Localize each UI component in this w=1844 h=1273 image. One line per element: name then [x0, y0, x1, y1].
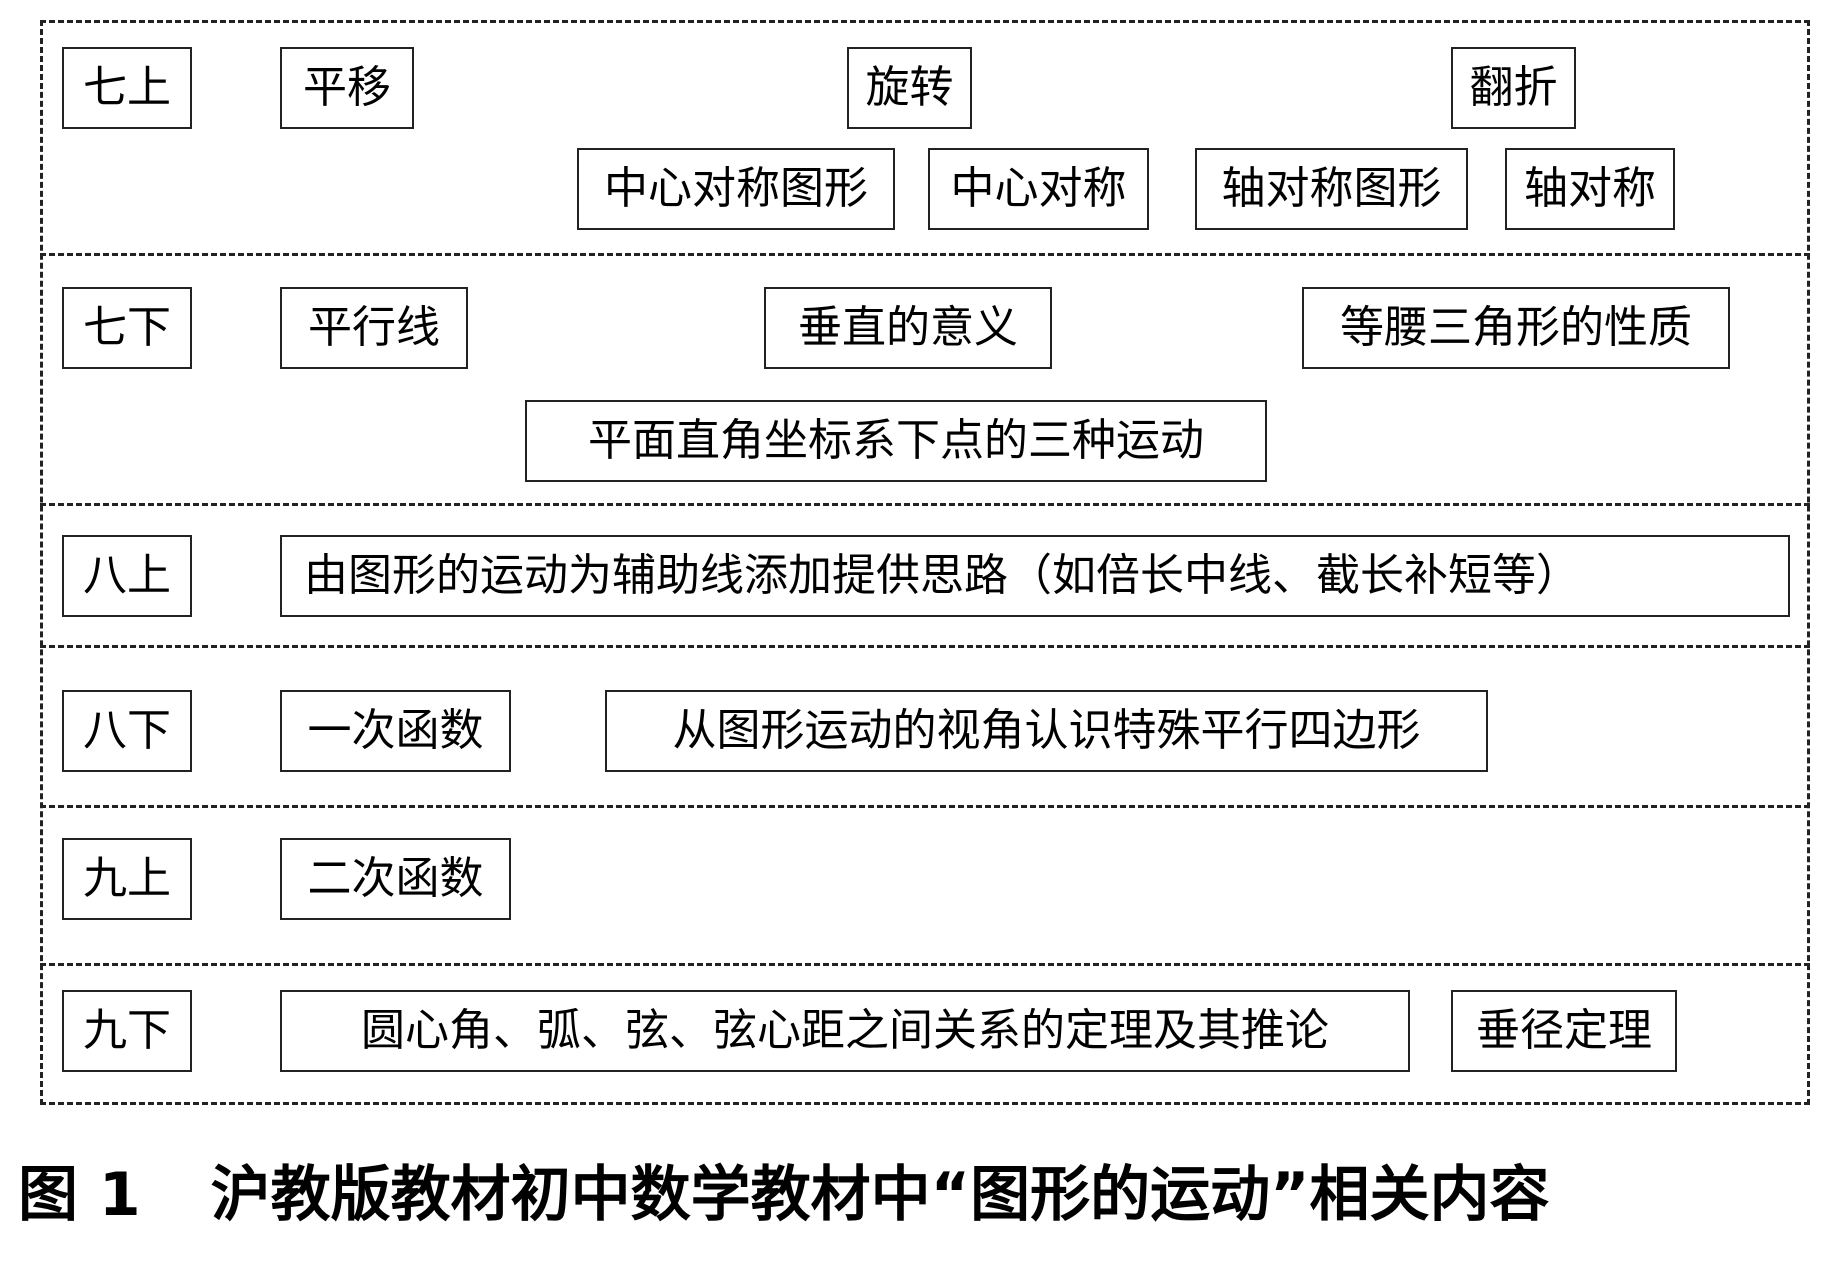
grade-label-9b: 九下 [62, 990, 192, 1072]
topic-box: 垂径定理 [1451, 990, 1677, 1072]
grade-label-8b: 八下 [62, 690, 192, 772]
row-divider [40, 963, 1810, 966]
topic-box: 二次函数 [280, 838, 511, 920]
figure-number: 图 1 [18, 1160, 141, 1230]
topic-box: 旋转 [847, 47, 972, 129]
topic-box: 垂直的意义 [764, 287, 1052, 369]
topic-box: 平行线 [280, 287, 468, 369]
figure-title: 沪教版教材初中数学教材中“图形的运动”相关内容 [210, 1160, 1550, 1230]
topic-box: 中心对称 [928, 148, 1149, 230]
row-divider [40, 645, 1810, 648]
diagram-frame [40, 20, 1810, 1105]
topic-box: 等腰三角形的性质 [1302, 287, 1730, 369]
topic-box: 平面直角坐标系下点的三种运动 [525, 400, 1267, 482]
topic-box: 轴对称 [1505, 148, 1675, 230]
topic-box: 翻折 [1451, 47, 1576, 129]
grade-label-7b: 七下 [62, 287, 192, 369]
row-divider [40, 253, 1810, 256]
grade-label-9a: 九上 [62, 838, 192, 920]
topic-box: 一次函数 [280, 690, 511, 772]
topic-box: 圆心角、弧、弦、弦心距之间关系的定理及其推论 [280, 990, 1410, 1072]
topic-box: 从图形运动的视角认识特殊平行四边形 [605, 690, 1488, 772]
topic-box: 平移 [280, 47, 414, 129]
topic-box: 由图形的运动为辅助线添加提供思路（如倍长中线、截长补短等） [280, 535, 1790, 617]
topic-box: 轴对称图形 [1195, 148, 1468, 230]
row-divider [40, 805, 1810, 808]
row-divider [40, 503, 1810, 506]
grade-label-7a: 七上 [62, 47, 192, 129]
grade-label-8a: 八上 [62, 535, 192, 617]
topic-box: 中心对称图形 [577, 148, 895, 230]
